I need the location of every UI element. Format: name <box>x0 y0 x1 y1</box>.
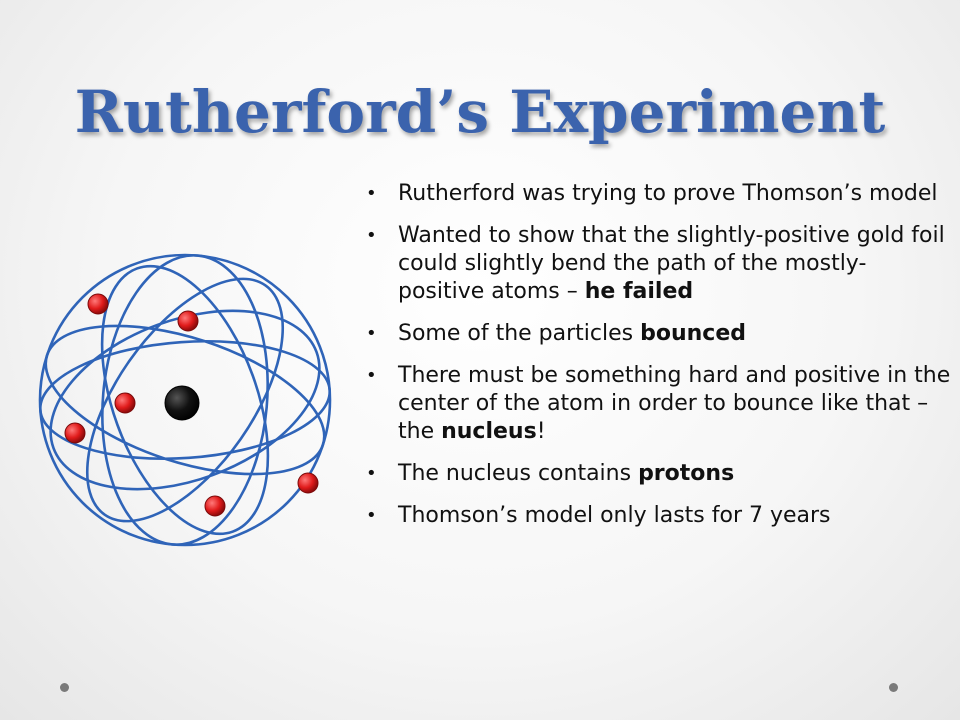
electron-icon <box>204 495 226 517</box>
bullet-dot-icon: • <box>366 365 377 386</box>
electron-icon <box>297 472 319 494</box>
orbit-ellipse <box>38 339 332 461</box>
bullet-item: • Thomson’s model only lasts for 7 years <box>366 502 951 530</box>
bullet-text: There must be something hard and positiv… <box>398 363 951 444</box>
slide-title: Rutherford’s Experiment <box>74 78 886 146</box>
bullet-item: • There must be something hard and positi… <box>366 362 951 446</box>
electron-icon <box>177 310 199 332</box>
bullet-list: • Rutherford was trying to prove Thomson’… <box>366 180 951 544</box>
bullet-bold-text: nucleus <box>441 419 537 444</box>
bullet-bold-text: he failed <box>584 279 694 304</box>
bullet-text: ! <box>536 419 546 444</box>
electron-icon <box>87 293 109 315</box>
bullet-text: Rutherford was trying to prove Thomson’s… <box>398 181 938 206</box>
bullet-text: Thomson’s model only lasts for 7 years <box>398 503 831 528</box>
electron-icon <box>114 392 136 414</box>
bullet-text: The nucleus contains <box>398 461 639 486</box>
bullet-bold-text: bounced <box>640 321 747 346</box>
bullet-dot-icon: • <box>366 505 377 526</box>
bullet-dot-icon: • <box>366 225 377 246</box>
bullet-text: Some of the particles <box>398 321 641 346</box>
orbit-ellipse <box>101 254 269 546</box>
orbit-ellipse <box>44 324 326 476</box>
atom-diagram-icon <box>38 253 332 547</box>
bullet-text: Wanted to show that the slightly-positiv… <box>398 223 945 304</box>
nav-dot-icon <box>60 683 69 692</box>
orbit-ellipse <box>100 264 270 536</box>
orbit-ellipse <box>85 277 285 523</box>
bullet-item: • Rutherford was trying to prove Thomson’… <box>366 180 951 208</box>
orbit-ellipse <box>49 309 321 491</box>
bullet-item: • Some of the particles bounced <box>366 320 951 348</box>
bullet-bold-text: protons <box>638 461 735 486</box>
bullet-dot-icon: • <box>366 323 377 344</box>
bullet-item: • Wanted to show that the slightly-positi… <box>366 222 951 306</box>
bullet-dot-icon: • <box>366 183 377 204</box>
bullet-dot-icon: • <box>366 463 377 484</box>
nav-dot-icon <box>889 683 898 692</box>
bullet-item: • The nucleus contains protons <box>366 460 951 488</box>
nucleus-icon <box>164 385 200 421</box>
electron-icon <box>64 422 86 444</box>
